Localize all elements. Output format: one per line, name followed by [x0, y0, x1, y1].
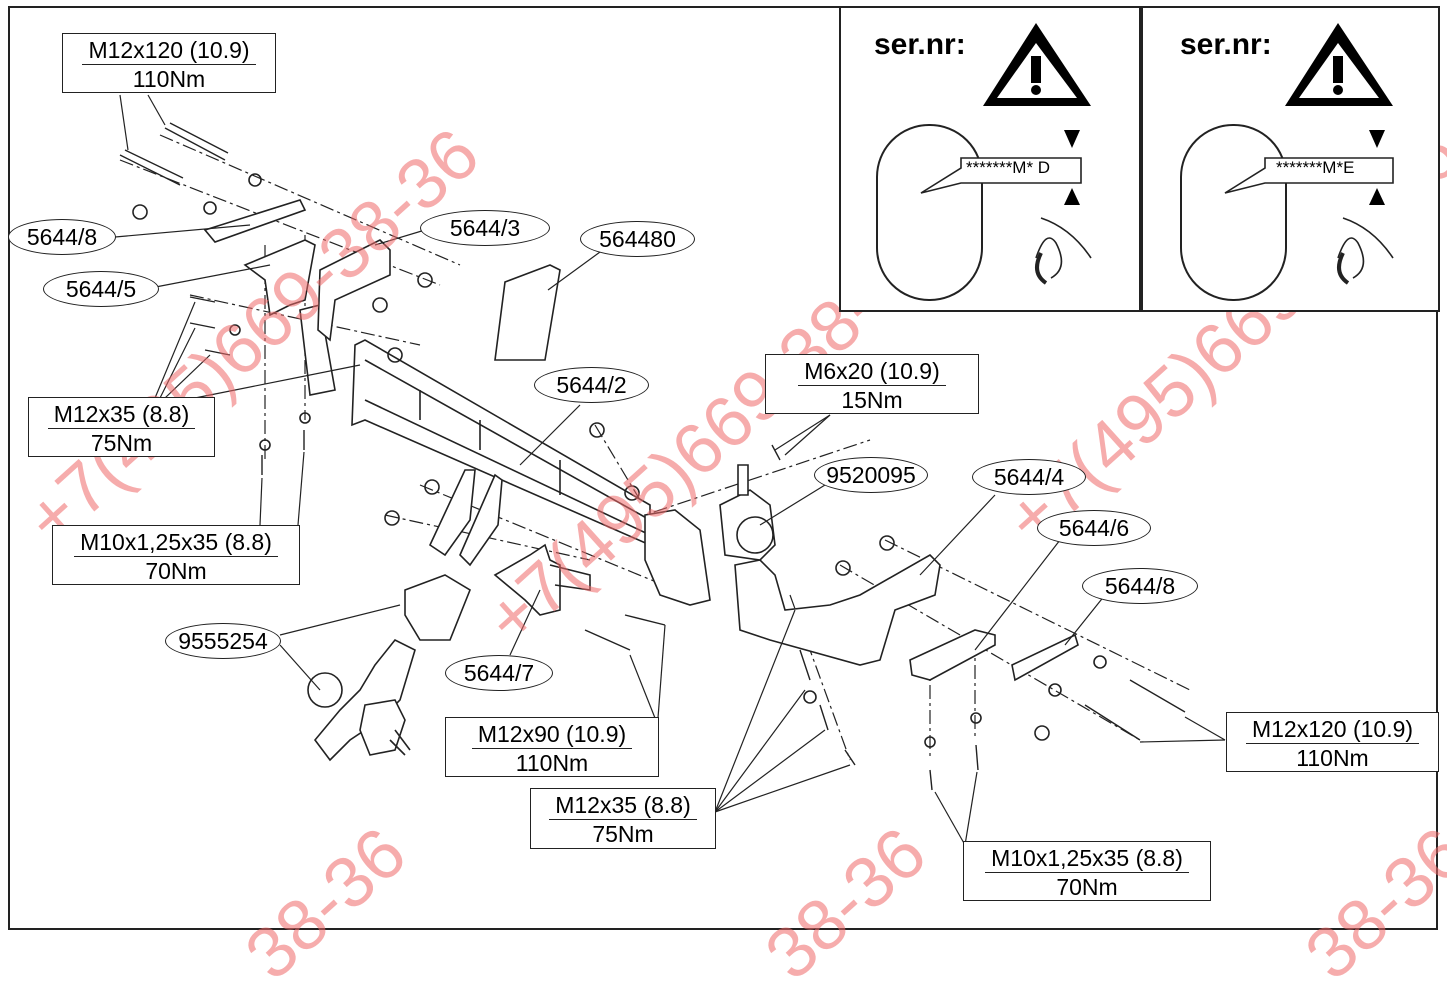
fastener-spec-center-m12x35: M12x35 (8.8) 75Nm — [530, 788, 716, 849]
serial-label: ser.nr: — [1180, 28, 1272, 61]
bolt-torque: 75Nm — [592, 821, 654, 847]
fastener-spec-right-m10: M10x1,25x35 (8.8) 70Nm — [963, 841, 1211, 901]
fastener-spec-m6: M6x20 (10.9) 15Nm — [765, 354, 979, 414]
bolt-torque: 75Nm — [90, 430, 153, 456]
bolt-size: M12x120 (10.9) — [82, 37, 256, 65]
bolt-torque: 110Nm — [1296, 745, 1369, 771]
part-label-5644-4: 5644/4 — [972, 459, 1086, 495]
part-label-5644-6: 5644/6 — [1037, 510, 1151, 546]
part-label-5644-3: 5644/3 — [420, 210, 550, 246]
fastener-spec-right-m12x120: M12x120 (10.9) 110Nm — [1226, 712, 1439, 772]
part-label-5644-7: 5644/7 — [445, 655, 553, 691]
bolt-torque: 110Nm — [515, 750, 589, 776]
bolt-torque: 70Nm — [145, 558, 207, 584]
part-label-564480: 564480 — [580, 221, 695, 257]
fastener-spec-top-left: M12x120 (10.9) 110Nm — [62, 33, 276, 93]
warning-icon — [876, 23, 1092, 301]
fastener-spec-left-m10: M10x1,25x35 (8.8) 70Nm — [52, 525, 300, 585]
part-label-5644-5: 5644/5 — [43, 271, 159, 307]
bolt-size: M12x90 (10.9) — [471, 721, 633, 749]
bolt-size: M6x20 (10.9) — [798, 358, 946, 386]
fastener-spec-m12x90: M12x90 (10.9) 110Nm — [445, 717, 659, 777]
exploded-assembly-drawing — [114, 94, 1226, 846]
bolt-size: M12x35 (8.8) — [47, 401, 196, 429]
part-label-9555254: 9555254 — [165, 623, 281, 659]
drawing-frame — [8, 6, 1438, 930]
part-label-5644-8-right: 5644/8 — [1082, 568, 1198, 604]
bolt-torque: 70Nm — [1056, 874, 1118, 900]
part-label-5644-2: 5644/2 — [534, 367, 649, 403]
bolt-torque: 15Nm — [841, 387, 903, 413]
bolt-torque: 110Nm — [132, 66, 206, 92]
bolt-size: M10x1,25x35 (8.8) — [985, 845, 1189, 873]
part-label-5644-8-left: 5644/8 — [8, 219, 116, 255]
bolt-size: M12x120 (10.9) — [1245, 716, 1420, 744]
serial-panel-e: ser.nr: *******M*E — [1141, 6, 1440, 312]
bolt-size: M12x35 (8.8) — [549, 792, 697, 820]
serial-panel-d: ser.nr: *******M* D — [839, 6, 1141, 312]
warning-icon — [1180, 23, 1394, 301]
serial-code: *******M* D — [966, 158, 1051, 177]
serial-code: *******M*E — [1276, 158, 1355, 177]
bolt-size: M10x1,25x35 (8.8) — [74, 529, 278, 557]
serial-label: ser.nr: — [874, 28, 966, 61]
part-label-9520095: 9520095 — [814, 457, 928, 493]
fastener-spec-left-m12x35: M12x35 (8.8) 75Nm — [28, 397, 215, 457]
